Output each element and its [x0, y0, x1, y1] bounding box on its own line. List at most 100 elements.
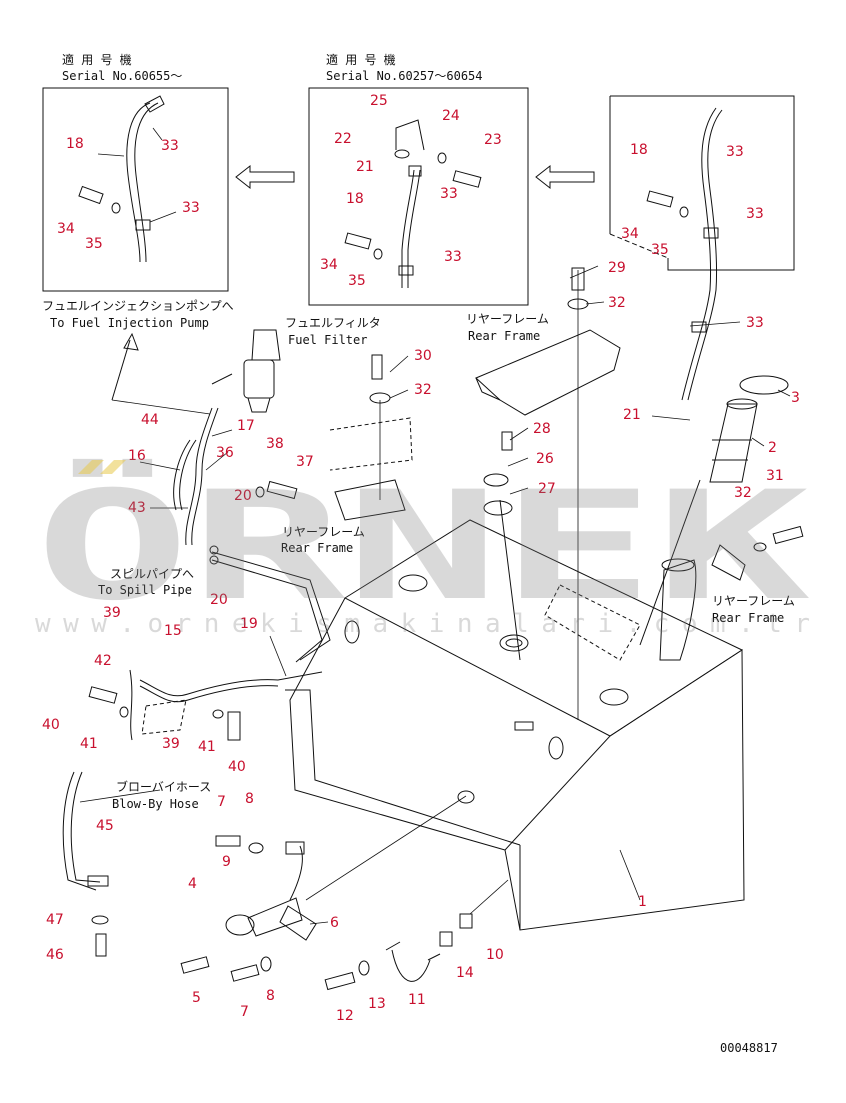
annotation-rear-frame-mid-en: Rear Frame [281, 541, 353, 555]
arrow-left-icon [535, 164, 595, 190]
label-14: 14 [456, 965, 474, 981]
label-18: 18 [630, 142, 648, 158]
leader-lines [139, 265, 791, 925]
watermark: ÖRNEK www.ornekismakinalari.com.tr [35, 458, 810, 639]
label-15: 15 [164, 623, 182, 639]
filler-port [499, 634, 529, 652]
filler-cap [739, 375, 789, 395]
inset-1-header-en: Serial No.60655〜 [62, 69, 182, 83]
label-33: 33 [161, 138, 179, 154]
label-19: 19 [240, 616, 258, 632]
label-10: 10 [486, 947, 504, 963]
annotation-rear-frame-mid-jp: リヤーフレーム [282, 525, 365, 539]
part-number-labels: 29 32 33 3 21 2 31 32 30 32 28 26 27 44 … [42, 260, 800, 1024]
label-43: 43 [128, 500, 146, 516]
label-45: 45 [96, 818, 114, 834]
fuel-hose-17 [185, 407, 213, 546]
label-17: 17 [237, 418, 255, 434]
inset-1-clip [135, 219, 151, 231]
annotation-rear-frame-top-jp: リヤーフレーム [466, 312, 549, 326]
fuel-filter-assembly [111, 329, 331, 663]
annotation-fuel-filter-jp: フュエルフィルタ [285, 316, 381, 330]
filler-neck-2 [709, 403, 758, 483]
annotation-fuel-filter-en: Fuel Filter [288, 333, 367, 347]
label-32: 32 [608, 295, 626, 311]
spill-pipe [211, 551, 331, 661]
label-22: 22 [334, 131, 352, 147]
arrow-left-icon [235, 164, 295, 190]
sender-plate-6 [279, 905, 317, 941]
inset-1-washer [111, 202, 121, 214]
inset-2-bracket [395, 119, 425, 151]
annotation-blow-by-hose-jp: ブローバイホース [116, 779, 211, 794]
label-18: 18 [346, 191, 364, 207]
label-41: 41 [80, 736, 98, 752]
label-27: 27 [538, 481, 556, 497]
label-24: 24 [442, 108, 460, 124]
label-41: 41 [198, 739, 216, 755]
label-2: 2 [768, 440, 777, 456]
annotation-rear-frame-top-en: Rear Frame [468, 329, 540, 343]
label-40: 40 [228, 759, 246, 775]
label-33: 33 [746, 315, 764, 331]
label-33: 33 [444, 249, 462, 265]
inset-3: 18 33 33 34 35 [609, 95, 795, 401]
label-16: 16 [128, 448, 146, 464]
label-3: 3 [791, 390, 800, 406]
inset-1-header-jp: 適 用 号 機 [62, 52, 132, 67]
label-30: 30 [414, 348, 432, 364]
annotation-rear-frame-right-en: Rear Frame [712, 611, 784, 625]
label-40: 40 [42, 717, 60, 733]
label-33: 33 [182, 200, 200, 216]
sender-flange [225, 914, 255, 936]
label-37: 37 [296, 454, 314, 470]
label-21: 21 [623, 407, 641, 423]
tank-side [504, 649, 745, 931]
inset-1-tube-end [144, 95, 165, 113]
label-39: 39 [162, 736, 180, 752]
inset-2-frame [308, 87, 529, 306]
inset-1-tube [126, 102, 151, 263]
label-28: 28 [533, 421, 551, 437]
rear-frame-center-bracket [329, 354, 513, 521]
inset-2-bolt-23 [452, 170, 482, 188]
inset-1-bolt [78, 185, 104, 205]
inset-2-bolt-34 [344, 232, 372, 250]
label-39: 39 [103, 605, 121, 621]
label-9: 9 [222, 854, 231, 870]
fuel-filter-head [251, 329, 281, 361]
label-31: 31 [766, 468, 784, 484]
label-46: 46 [46, 947, 64, 963]
label-8: 8 [245, 791, 254, 807]
label-13: 13 [368, 996, 386, 1012]
inset-2-tube [401, 169, 415, 288]
label-35: 35 [85, 236, 103, 252]
label-36: 36 [216, 445, 234, 461]
inset-2-header-jp: 適 用 号 機 [326, 52, 396, 67]
label-7: 7 [217, 794, 226, 810]
tank-strap [324, 879, 509, 991]
watermark-brand: ÖRNEK [35, 458, 810, 634]
label-34: 34 [57, 221, 75, 237]
tank-front [289, 597, 506, 851]
label-44: 44 [141, 412, 159, 428]
label-7: 7 [240, 1004, 249, 1020]
rear-frame-plate [475, 267, 621, 720]
fuel-hose-16 [173, 439, 191, 511]
inset-1-frame [42, 87, 229, 292]
inset-serial-60257-60654: 適 用 号 機 Serial No.60257〜60654 25 24 22 2… [308, 52, 529, 306]
inset-3-tube [681, 107, 717, 401]
label-20: 20 [210, 592, 228, 608]
annotation-fuel-injection-pump-jp: フュエルインジェクションポンプへ [42, 299, 234, 313]
label-18: 18 [66, 136, 84, 152]
annotations: フュエルインジェクションポンプへ To Fuel Injection Pump … [42, 299, 795, 811]
inset-3-frame [609, 95, 795, 271]
drawing-code: 00048817 [720, 1041, 778, 1055]
label-6: 6 [330, 915, 339, 931]
label-11: 11 [408, 992, 426, 1008]
label-26: 26 [536, 451, 554, 467]
label-21: 21 [356, 159, 374, 175]
watermark-accent-icon [78, 460, 126, 474]
tank-opening [398, 574, 428, 592]
label-5: 5 [192, 990, 201, 1006]
